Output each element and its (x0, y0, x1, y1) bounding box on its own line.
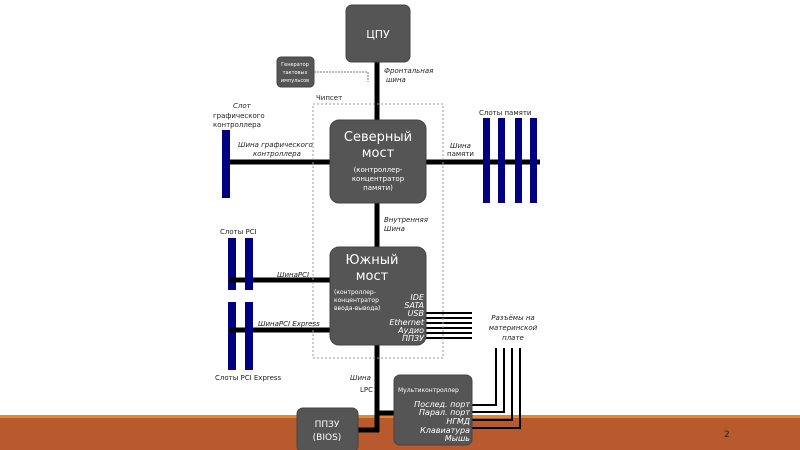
graphics-bus-label: Шина графического (238, 141, 313, 149)
southbridge-label: Южный (346, 253, 399, 268)
clock-label: Генератор (281, 62, 309, 68)
port-label: USB (408, 309, 424, 318)
connector-lines (426, 312, 521, 429)
memory-bus-label: Шина (450, 142, 471, 150)
northbridge-desc: концентратор (352, 175, 405, 183)
northbridge-box (329, 119, 427, 204)
lpc-bus-label: Шина (350, 374, 371, 382)
pci-slots-label: Слоты PCI (220, 228, 257, 236)
multicontroller-label: Мультиконтроллер (398, 387, 459, 394)
chipset-label: Чипсет (316, 94, 342, 102)
clock-label: тактовых (283, 70, 308, 76)
graphics-slot-label: контроллера (213, 121, 261, 129)
graphics-slot-label: графического (213, 112, 265, 120)
page-number: 2 (724, 430, 730, 440)
southbridge-desc: (контроллер- (334, 289, 376, 296)
northbridge-desc: памяти) (363, 184, 393, 192)
graphics-slot (222, 130, 230, 198)
southbridge-label: мост (356, 269, 389, 284)
southbridge-desc: концентратор (334, 297, 379, 304)
mc-port-label: Клавиатура (420, 426, 470, 435)
port-label: Ethernet (389, 318, 424, 327)
lpc-bus-label: LPC (360, 386, 373, 394)
multicontroller-box (393, 374, 473, 446)
port-label: SATA (404, 301, 424, 310)
front-bus-label: шина (386, 76, 406, 84)
southbridge-desc: ввода-вывода) (334, 305, 380, 312)
northbridge-desc: (контроллер- (354, 166, 403, 174)
memory-slot (515, 118, 522, 203)
graphics-slot-label: Слот (233, 102, 252, 110)
connectors-label: Разъёмы на (491, 314, 534, 322)
bios-label: ППЗУ (315, 420, 340, 430)
mc-port-label: Мышь (445, 434, 471, 443)
internal-bus-label: Внутренняя (384, 216, 428, 224)
pcie-slots-label: Слоты PCI Express (215, 374, 282, 382)
mc-port-label: Парал. порт (419, 408, 470, 417)
pci-slot (228, 238, 236, 290)
bios-label: (BIOS) (313, 433, 342, 443)
port-label: ППЗУ (402, 334, 425, 343)
bios-box (296, 407, 359, 450)
front-bus-label: Фронтальная (384, 67, 433, 75)
memory-slot (498, 118, 505, 203)
connectors-label: плате (502, 334, 524, 342)
pci-bus-label: ШинаPCI (277, 271, 309, 279)
northbridge-label: мост (362, 146, 395, 161)
memory-bus-label: памяти (447, 150, 474, 158)
cpu-box (345, 4, 411, 63)
clock-label: импульсов (281, 78, 309, 84)
chipset-boundary (312, 103, 444, 359)
pcie-slot (228, 302, 236, 370)
connectors-label: материнской (489, 324, 538, 332)
internal-bus-label: Шина (384, 225, 405, 233)
memory-slots-label: Слоты памяти (479, 109, 531, 117)
graphics-bus-label: контроллера (253, 150, 301, 158)
clock-generator-box (276, 56, 315, 88)
pci-slot (245, 238, 253, 290)
port-label: IDE (410, 293, 425, 302)
memory-slot (483, 118, 490, 203)
pcie-slot (245, 302, 253, 370)
mc-port-label: Послед. порт (414, 400, 470, 409)
cpu-label: ЦПУ (366, 28, 390, 41)
southbridge-box (329, 246, 427, 346)
memory-slot (530, 118, 537, 203)
northbridge-label: Северный (344, 130, 412, 145)
port-label: Аудио (397, 326, 424, 335)
pcie-bus-label: ШинаPCI Express (258, 320, 320, 328)
mc-port-label: НГМД (446, 417, 470, 426)
